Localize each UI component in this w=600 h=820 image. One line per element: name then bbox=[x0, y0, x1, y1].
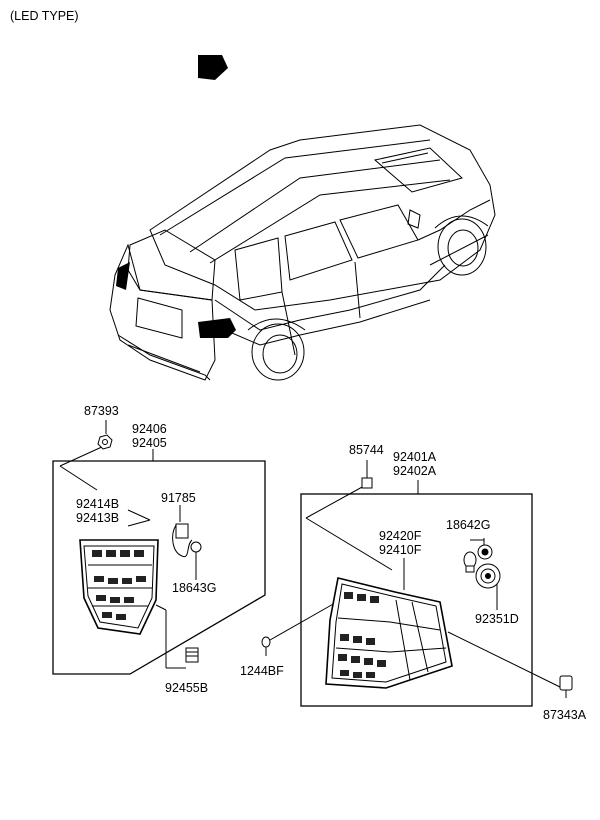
part-label-92414B: 92414B bbox=[76, 497, 120, 511]
clip-85744 bbox=[361, 477, 373, 489]
clip-87343A bbox=[559, 675, 573, 698]
vehicle-illustration bbox=[109, 124, 496, 381]
part-label-92351D: 92351D bbox=[475, 612, 519, 626]
part-label-92401A: 92401A bbox=[393, 450, 437, 464]
part-label-92405: 92405 bbox=[132, 436, 167, 450]
part-label-18643G: 18643G bbox=[172, 581, 217, 595]
part-label-85744: 85744 bbox=[349, 443, 384, 457]
nut-87393 bbox=[97, 434, 113, 450]
part-label-92420F: 92420F bbox=[379, 529, 422, 543]
right-lamp-housing bbox=[325, 577, 453, 689]
bulb-18642G bbox=[463, 551, 477, 573]
diagram-title: (LED TYPE) bbox=[10, 9, 79, 23]
left-assembly-frame bbox=[52, 460, 266, 675]
right-leader-lines bbox=[269, 460, 563, 689]
part-label-87343A: 87343A bbox=[543, 708, 587, 722]
part-label-18642G: 18642G bbox=[446, 518, 491, 532]
part-label-92402A: 92402A bbox=[393, 464, 437, 478]
part-label-91785: 91785 bbox=[161, 491, 196, 505]
right-assembly-frame bbox=[300, 493, 533, 707]
left-leader-lines bbox=[59, 420, 197, 669]
wiring-91785 bbox=[172, 523, 202, 558]
screw-1244BF bbox=[261, 636, 271, 656]
socket-92351D bbox=[475, 544, 501, 589]
part-label-1244BF: 1244BF bbox=[240, 664, 284, 678]
vehicle-right-lamp bbox=[198, 318, 236, 338]
vehicle-left-lamp bbox=[116, 262, 130, 290]
vehicle-roof-lamp bbox=[198, 55, 228, 80]
left-lamp-housing bbox=[79, 539, 159, 635]
part-label-92455B: 92455B bbox=[165, 681, 209, 695]
socket-92455B bbox=[185, 647, 199, 663]
part-label-92406: 92406 bbox=[132, 422, 167, 436]
part-label-87393: 87393 bbox=[84, 404, 119, 418]
part-label-92413B: 92413B bbox=[76, 511, 120, 525]
part-label-92410F: 92410F bbox=[379, 543, 422, 557]
